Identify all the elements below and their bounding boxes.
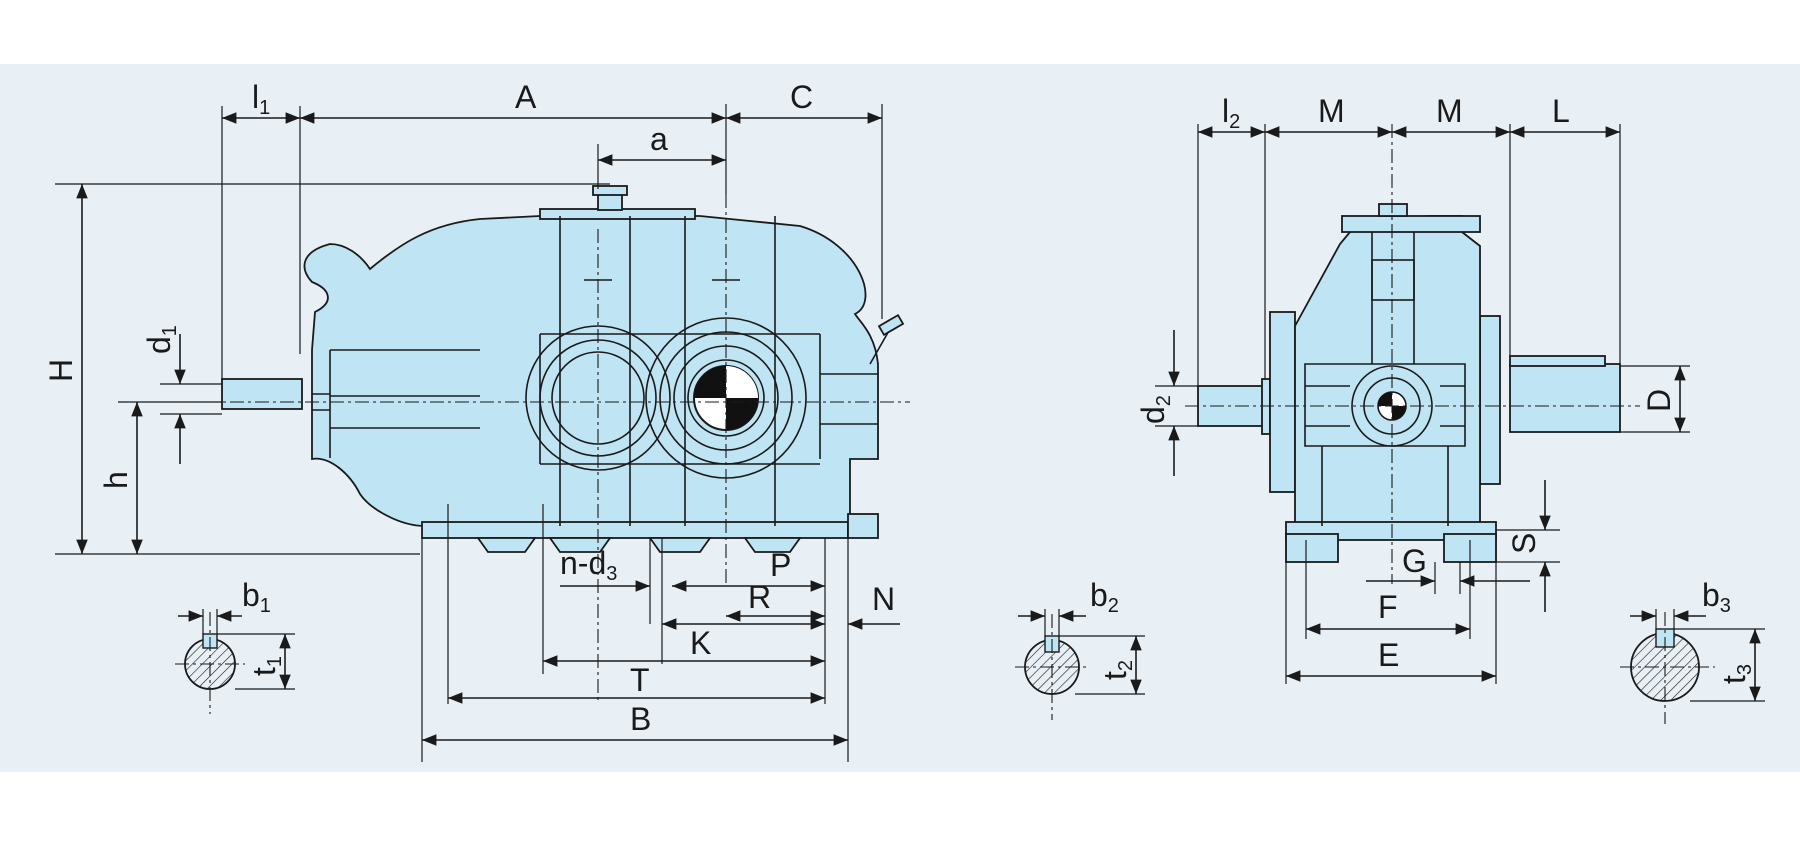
key-section-3: b3 t3	[1620, 577, 1765, 724]
dim-A: A	[515, 79, 537, 115]
dim-E: E	[1378, 637, 1399, 673]
dim-R: R	[748, 579, 771, 615]
dim-P: P	[770, 547, 791, 583]
dim-b2: b2	[1090, 577, 1119, 617]
dim-t2: t2	[1097, 660, 1137, 680]
front-dimensions: l1 A C a H h d1 n-d3 P R	[43, 79, 900, 762]
dim-H: H	[43, 359, 79, 382]
front-view	[130, 185, 910, 704]
dim-l1: l1	[252, 79, 270, 119]
dim-b3: b3	[1702, 577, 1731, 617]
dim-C: C	[790, 79, 813, 115]
drawing-sheet: l1 A C a H h d1 n-d3 P R	[0, 64, 1800, 772]
key-section-1: b1 t1	[175, 577, 295, 714]
dim-t1: t1	[246, 656, 286, 676]
dim-F: F	[1378, 589, 1398, 625]
dim-h: h	[98, 471, 134, 489]
dim-T: T	[630, 662, 650, 698]
side-dimensions: l2 M M L d2 D S G F E	[1135, 93, 1690, 684]
key-section-2: b2 t2	[1015, 577, 1145, 720]
dim-M-right: M	[1436, 93, 1463, 129]
gear-reducer-drawing: l1 A C a H h d1 n-d3 P R	[0, 64, 1800, 772]
dim-S: S	[1506, 533, 1542, 554]
dim-N: N	[872, 581, 895, 617]
dim-l2: l2	[1222, 93, 1240, 133]
dim-D: D	[1641, 389, 1677, 412]
dim-b1: b1	[242, 577, 271, 617]
dim-t3: t3	[1716, 664, 1756, 684]
dim-G: G	[1402, 543, 1427, 579]
dim-d2: d2	[1135, 395, 1175, 424]
dim-M-left: M	[1318, 93, 1345, 129]
dim-K: K	[690, 625, 711, 661]
dim-B: B	[630, 701, 651, 737]
dim-nd3: n-d3	[560, 545, 617, 585]
dim-a: a	[650, 121, 668, 157]
dim-d1: d1	[141, 325, 181, 354]
front-housing	[303, 215, 879, 527]
side-view	[1185, 124, 1640, 584]
dim-L: L	[1552, 93, 1570, 129]
